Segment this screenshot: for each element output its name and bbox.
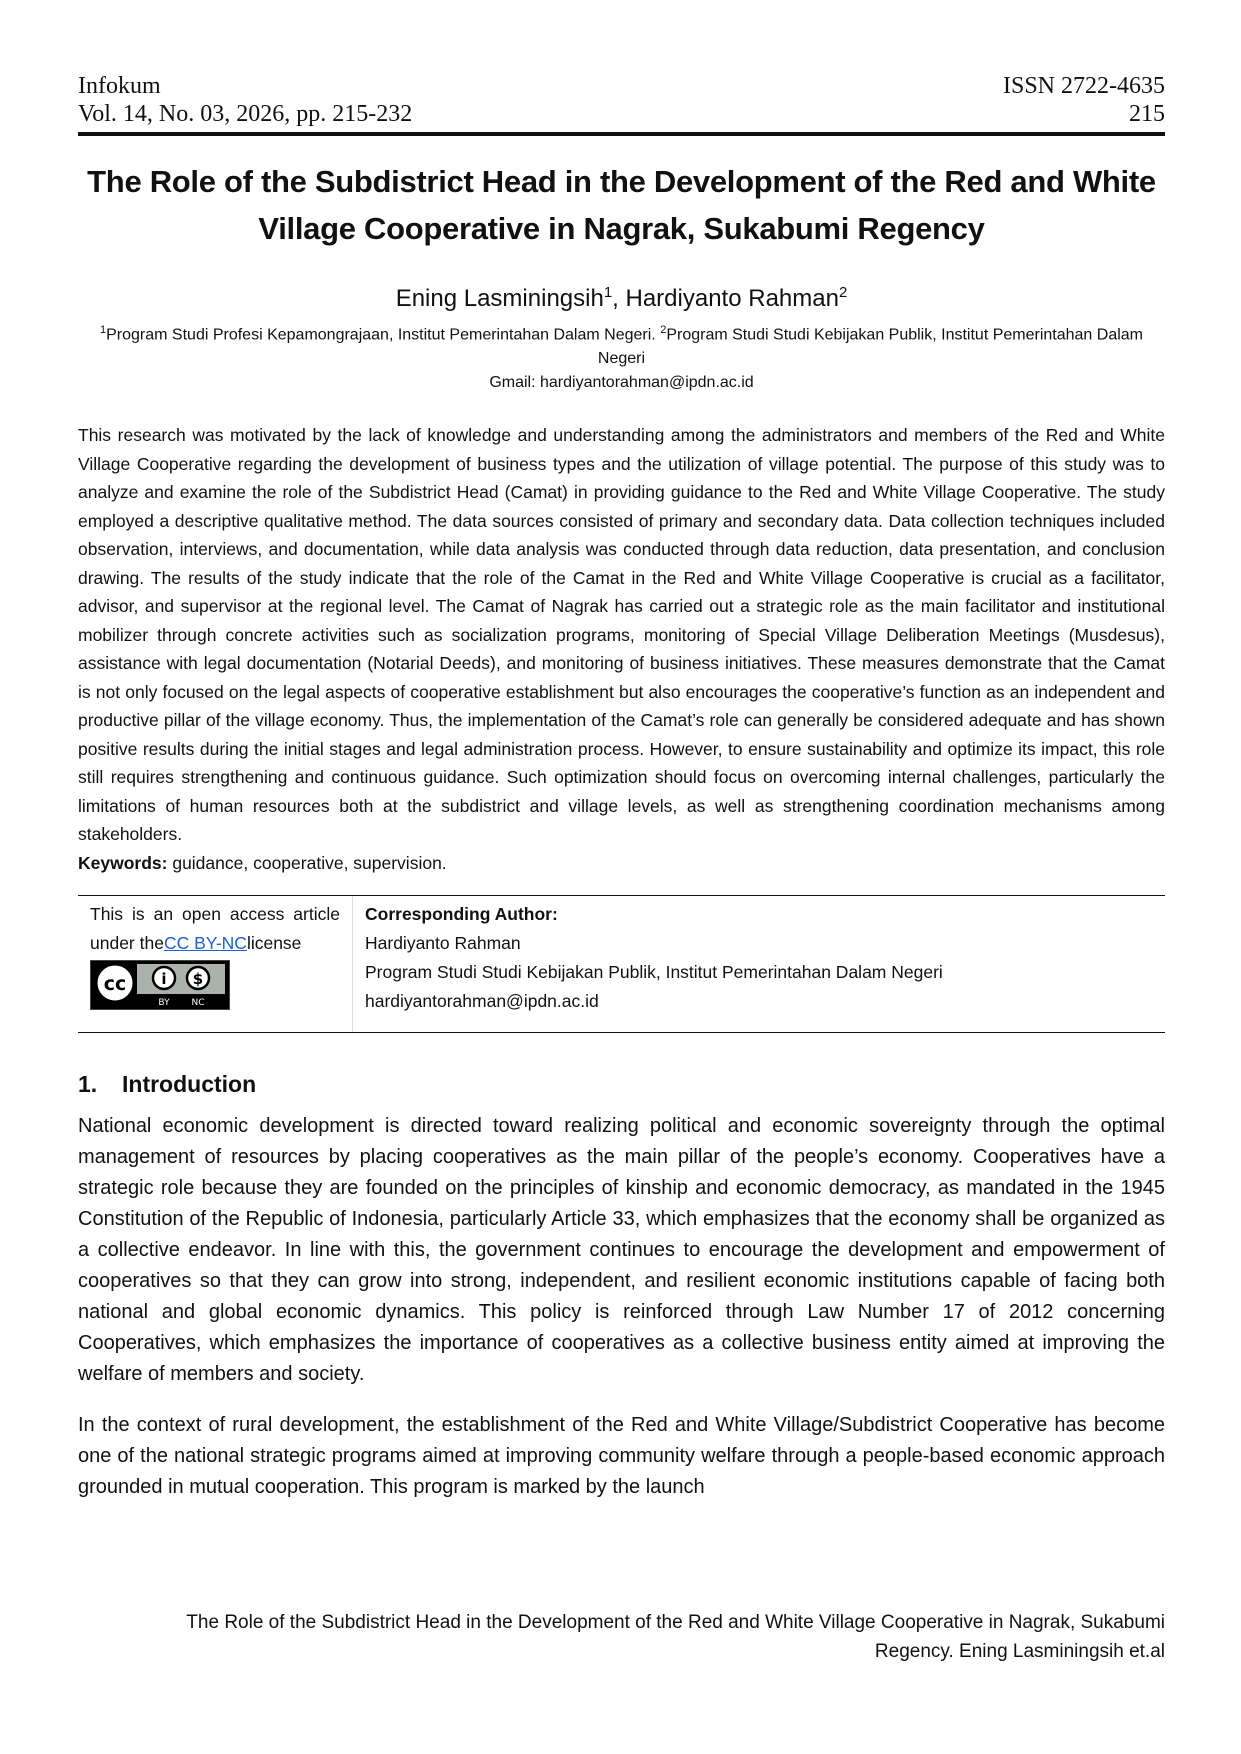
footer-line: The Role of the Subdistrict Head in the … [186,1612,1165,1633]
corresponding-author-email[interactable]: hardiyantorahman@ipdn.ac.id [365,990,599,1011]
affiliation-superscript: 2 [660,324,667,336]
author-name: Hardiyanto Rahman [625,285,839,312]
abstract: This research was motivated by the lack … [78,425,1165,845]
affiliation-block: 1Program Studi Profesi Kepamongrajaan, I… [78,318,1165,395]
body-paragraph: National economic development is directe… [78,1114,1165,1385]
author-line: Ening Lasminingsih1, Hardiyanto Rahman2 [78,278,1165,314]
paper-page: Infokum Vol. 14, No. 03, 2026, pp. 215-2… [78,72,1165,1523]
author-separator: , [612,285,626,312]
header-left: Infokum Vol. 14, No. 03, 2026, pp. 215-2… [78,72,412,128]
article-info-box: This is an open access article under the… [78,894,1165,1033]
affiliation-text: Program Studi Studi Kebijakan Publik, In… [597,326,1143,368]
header-right: ISSN 2722-4635 215 [1003,72,1165,128]
body-paragraph: In the context of rural development, the… [78,1413,1165,1498]
license-text-after: license [246,932,302,953]
keywords: Keywords: guidance, cooperative, supervi… [78,849,1165,877]
page-number: 215 [1129,101,1165,127]
footer-line: Regency. Ening Lasminingsih et.al [874,1641,1165,1662]
paper-title: The Role of the Subdistrict Head in the … [87,164,1156,246]
corresponding-author-label: Corresponding Author: [365,903,558,924]
section-number: 1. [78,1070,98,1097]
author-superscript: 1 [603,284,613,301]
affiliation-superscript: 1 [100,324,107,336]
corresponding-author-affiliation: Program Studi Studi Kebijakan Publik, In… [365,961,943,982]
running-header: Infokum Vol. 14, No. 03, 2026, pp. 215-2… [78,72,1165,128]
license-cell: This is an open access article under the… [78,895,353,1032]
volume-info: Vol. 14, No. 03, 2026, pp. 215-232 [78,101,413,127]
author-name: Ening Lasminingsih [395,285,604,312]
license-link[interactable]: CC BY-NC [163,932,247,953]
cc-by-nc-badge[interactable]: cc i $ BY NC [90,959,230,1010]
cc-badge-by-glyph: i [161,970,166,988]
contact-email[interactable]: Gmail: hardiyantorahman@ipdn.ac.id [489,374,754,392]
keywords-value: guidance, cooperative, supervision. [167,852,447,873]
section-title: Introduction [122,1070,257,1097]
license-text: This is an open access article under the [90,903,340,953]
running-footer: The Role of the Subdistrict Head in the … [78,1608,1165,1666]
corresponding-author-name: Hardiyanto Rahman [365,932,521,953]
author-superscript: 2 [838,284,848,301]
cc-license-icon: cc i $ BY NC [91,960,229,1009]
affiliation-text: Program Studi Profesi Kepamongrajaan, In… [106,326,661,344]
header-rule [78,132,1165,136]
keywords-label: Keywords: [78,852,168,873]
section-heading: 1. Introduction [78,1069,1165,1099]
journal-name: Infokum [78,73,161,99]
cc-badge-nc-glyph: $ [193,970,203,988]
affiliation-line: 1Program Studi Profesi Kepamongrajaan, I… [96,318,1147,371]
cc-badge-cc-glyph: cc [104,973,127,995]
cc-badge-nc-label: NC [191,998,204,1008]
issn: ISSN 2722-4635 [1002,73,1165,99]
cc-badge-by-label: BY [158,998,170,1008]
corresponding-author-cell: Corresponding Author: Hardiyanto Rahman … [353,896,955,1032]
